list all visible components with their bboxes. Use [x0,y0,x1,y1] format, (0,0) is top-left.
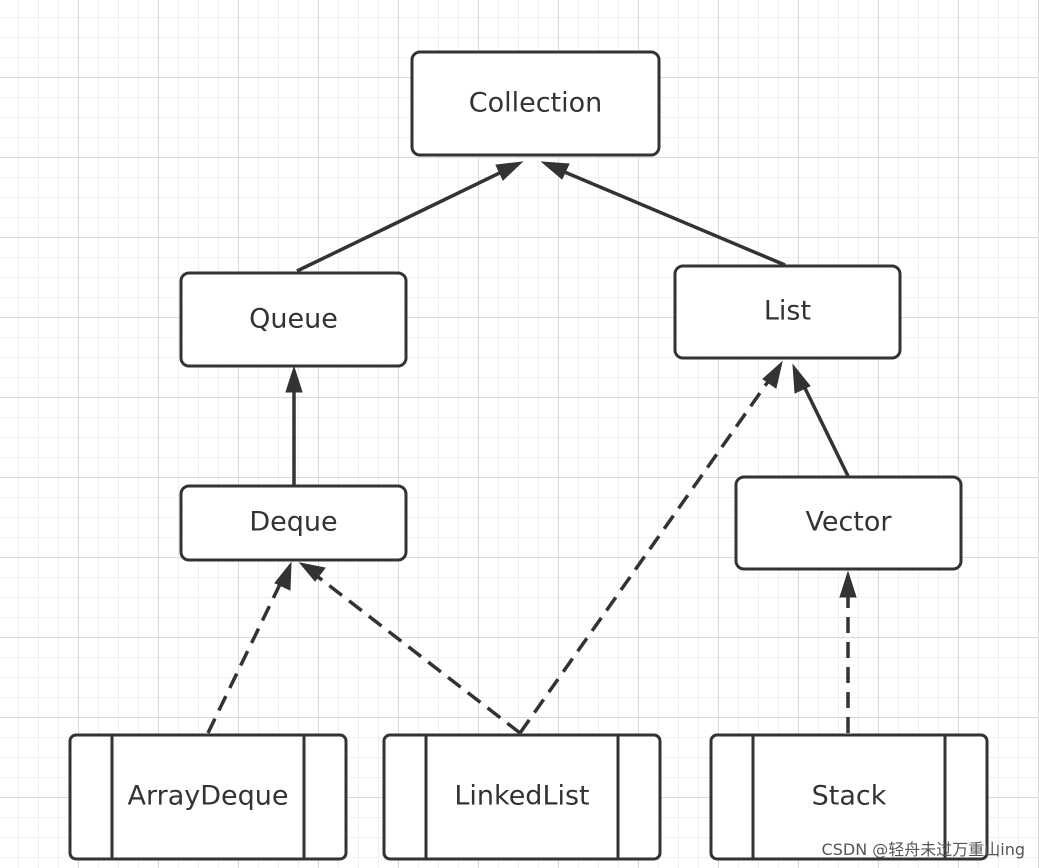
arrowhead-linkedlist-deque [298,562,326,582]
node-collection: Collection [410,50,661,157]
node-label: List [764,296,811,327]
arrowhead-vector-list [792,363,811,394]
arrowhead-stack-vector [839,570,857,598]
node-label: Deque [249,507,337,538]
node-label: Stack [812,781,887,812]
edge-linkedlist-deque [311,571,522,735]
edge-vector-list [798,377,850,477]
node-arraydeque: ArrayDeque [68,733,348,861]
node-vector: Vector [734,475,963,571]
node-label: Vector [805,507,892,538]
node-label: LinkedList [454,781,589,812]
arrowhead-deque-queue [285,365,303,393]
node-label: ArrayDeque [128,781,289,812]
arrowhead-queue-collection [495,161,524,181]
arrowhead-linkedlist-list [762,360,783,389]
node-label: Queue [249,304,338,335]
node-linkedlist: LinkedList [382,733,662,861]
node-label: Collection [469,88,603,119]
node-deque: Deque [179,484,408,562]
edges [206,161,857,735]
node-list: List [673,264,902,360]
node-queue: Queue [179,271,408,368]
edge-queue-collection [296,166,511,273]
watermark: CSDN @轻舟未过万重山ing [821,840,1025,859]
edge-list-collection [554,166,786,267]
arrowhead-list-collection [540,161,570,180]
node-stack: Stack [709,733,989,861]
edge-linkedlist-list [518,374,774,735]
edge-arraydeque-deque [206,577,285,734]
arrowhead-arraydeque-deque [274,561,292,591]
